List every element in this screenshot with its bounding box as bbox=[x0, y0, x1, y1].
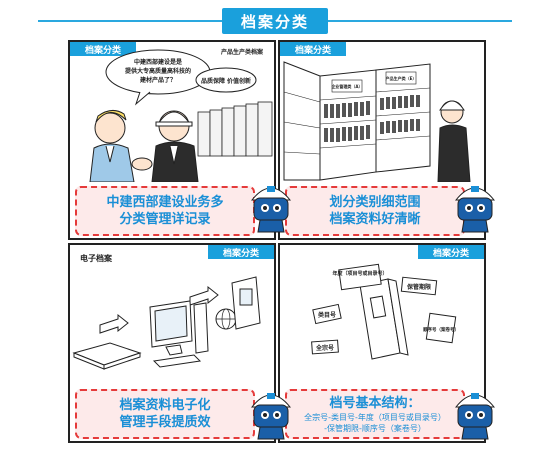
caption-line-2: 档案资料好清晰 bbox=[329, 212, 421, 227]
caption-box: 中建西部建设业务多 分类管理详记录 bbox=[75, 186, 255, 236]
archive-shelves-illustration: 企业管理类（A） 产品生产类（E） bbox=[283, 61, 471, 182]
panel-electronic-archives: 档案分类 电子档案 档案资料电子化 bbox=[68, 243, 276, 443]
panel-tag: 档案分类 bbox=[418, 245, 484, 259]
panel-tag: 档案分类 bbox=[70, 42, 136, 56]
shelf-label: 产品生产类档案 bbox=[221, 48, 264, 56]
speech-line-1: 中建西部建设是是 bbox=[134, 58, 183, 66]
mascot-robot-top-left bbox=[250, 186, 292, 233]
handshake-illustration: 中建西部建设是是 提供大专高质量高科技的 建材产品了？ 品质保障 价值创新 产品… bbox=[89, 48, 273, 182]
speech-line-2: 提供大专高质量高科技的 bbox=[125, 67, 191, 75]
card-sequence: 顺序号（案卷号） bbox=[423, 326, 459, 333]
caption-line-2: 分类管理详记录 bbox=[119, 212, 211, 227]
caption-line-1: 划分类别细范围 bbox=[329, 195, 421, 210]
caption-box: 划分类别细范围 档案资料好清晰 bbox=[285, 186, 465, 236]
caption-line-1: 档案资料电子化 bbox=[119, 398, 211, 413]
card-fonds: 全宗号 bbox=[315, 344, 334, 352]
caption-line-3: -保管期限-顺序号（案卷号） bbox=[324, 423, 426, 433]
panel-archive-number-structure: 档案分类 年度（项目号或目录号） 类目号 保管期限 全宗号 顺序号（案卷号） 档… bbox=[278, 243, 486, 443]
panel-classification-shelves: 档案分类 企业管理类（A） 产品生产类（E） 划分类 bbox=[278, 40, 486, 240]
mascot-robot-bottom-left bbox=[250, 393, 292, 440]
card-retention: 保管期限 bbox=[406, 283, 431, 291]
electronic-archive-label: 电子档案 bbox=[80, 253, 113, 263]
caption-line-1: 档号基本结构： bbox=[329, 395, 421, 411]
card-year: 年度（项目号或目录号） bbox=[332, 270, 387, 277]
archive-box-illustration: 年度（项目号或目录号） 类目号 保管期限 全宗号 顺序号（案卷号） bbox=[311, 263, 459, 360]
card-category: 类目号 bbox=[318, 311, 336, 319]
panel-business-records: 档案分类 中建西部建设是是 提供大专高质量高科技的 建材产品了？ 品质保障 价值… bbox=[68, 40, 276, 240]
speech-line-3: 建材产品了？ bbox=[140, 76, 176, 84]
caption-box: 档案资料电子化 管理手段提质效 bbox=[75, 389, 255, 439]
reply-text: 品质保障 价值创新 bbox=[201, 77, 251, 85]
mascot-robot-top-right bbox=[454, 186, 496, 233]
page-title: 档案分类 bbox=[222, 8, 328, 34]
shelf-label-a: 企业管理类（A） bbox=[330, 83, 362, 89]
panel-tag: 档案分类 bbox=[208, 245, 274, 259]
mascot-robot-bottom-right bbox=[454, 393, 496, 440]
shelf-label-e: 产品生产类（E） bbox=[386, 75, 417, 81]
digitization-illustration: 电子档案 bbox=[72, 253, 261, 370]
caption-line-2: 管理手段提质效 bbox=[119, 415, 211, 430]
caption-line-2: 全宗号-类目号-年度（项目号或目录号） bbox=[304, 412, 446, 422]
caption-line-1: 中建西部建设业务多 bbox=[106, 195, 224, 210]
caption-box: 档号基本结构： 全宗号-类目号-年度（项目号或目录号） -保管期限-顺序号（案卷… bbox=[285, 389, 465, 439]
panel-tag: 档案分类 bbox=[280, 42, 346, 56]
